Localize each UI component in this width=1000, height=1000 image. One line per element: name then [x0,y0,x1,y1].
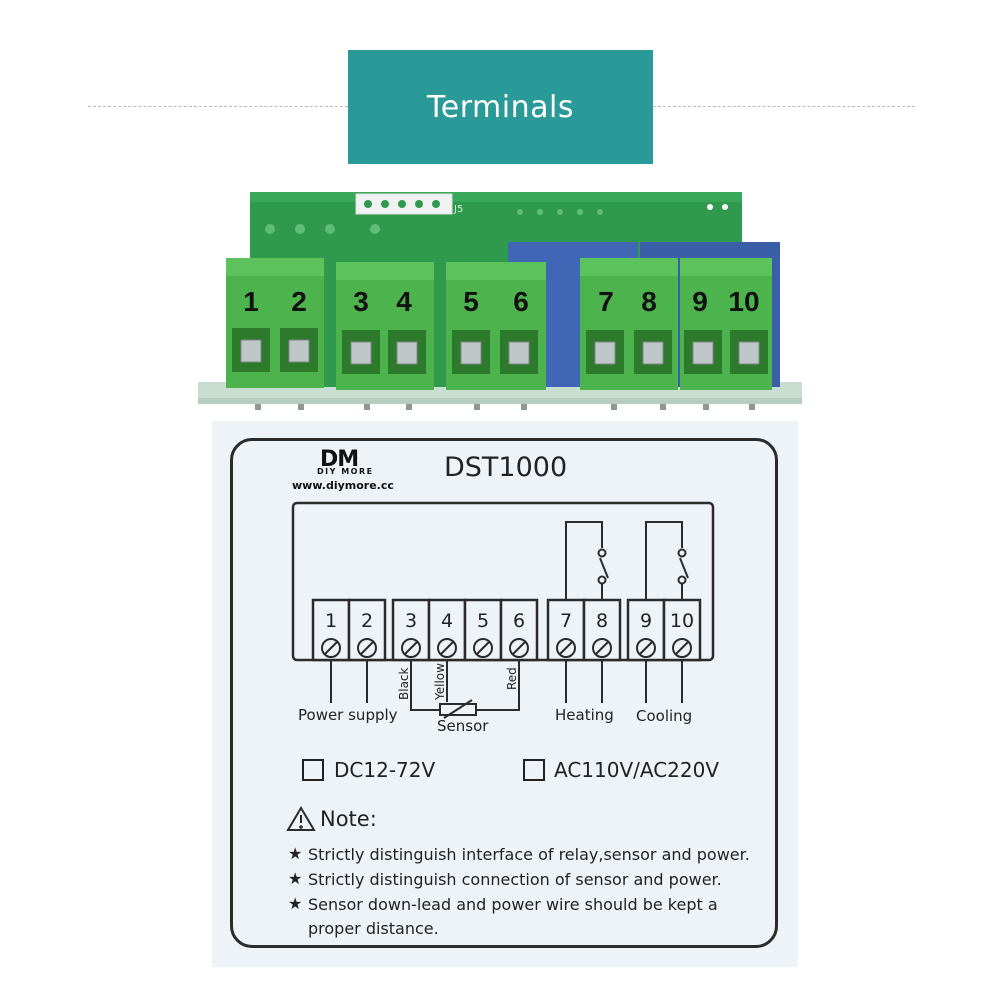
section-banner: Terminals [348,50,653,164]
option-dc-voltage: DC12-72V [334,758,436,782]
note-bullet-icon: ★ [288,844,303,863]
note-line-3: Sensor down-lead and power wire should b… [308,895,718,914]
note-bullet-icon: ★ [288,869,303,888]
caption-sensor: Sensor [437,717,489,735]
header-divider-right [653,106,915,107]
silkscreen-j5: J5 [453,204,463,215]
brand-logo: DM [320,447,359,472]
brand-logo-sub: DIY MORE [317,467,374,476]
block-number-4: 4 [396,286,412,317]
caption-power-supply: Power supply [298,706,398,724]
block-number-1: 1 [243,286,259,317]
model-title: DST1000 [444,452,568,483]
block-number-5: 5 [463,286,479,317]
block-number-2: 2 [291,286,307,317]
header-divider-left [88,106,348,107]
block-number-8: 8 [641,286,657,317]
block-number-10: 10 [728,286,759,317]
label-frame [230,438,778,948]
block-number-6: 6 [513,286,529,317]
note-title: Note: [320,807,377,831]
note-line-3-continuation: proper distance. [308,919,439,938]
option-ac-voltage: AC110V/AC220V [554,758,720,782]
block-number-9: 9 [692,286,708,317]
block-number-3: 3 [353,286,369,317]
caption-cooling: Cooling [636,707,693,725]
note-line-2: Strictly distinguish connection of senso… [308,870,722,889]
caption-heating: Heating [555,706,614,724]
note-line-1: Strictly distinguish interface of relay,… [308,845,750,864]
block-number-7: 7 [598,286,614,317]
note-bullet-icon: ★ [288,894,303,913]
checkbox-ac [523,759,545,781]
checkbox-dc [302,759,324,781]
screw-openings [232,328,768,374]
pcb-board-illustration: J5 [198,192,802,410]
brand-url: www.diymore.cc [292,479,394,492]
